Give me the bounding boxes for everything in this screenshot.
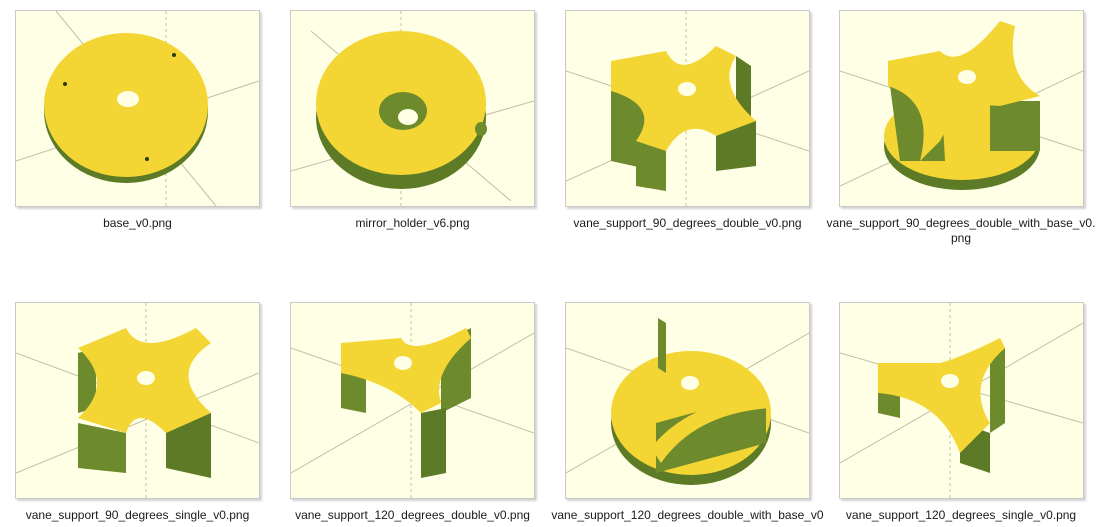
file-item-vane-120-double[interactable]: vane_support_120_degrees_double_v0.png — [275, 292, 550, 527]
vane-120-double-base-render-icon — [565, 302, 810, 499]
file-item-base[interactable]: base_v0.png — [0, 0, 275, 250]
vane-90-double-base-render-icon — [839, 10, 1084, 207]
file-item-vane-120-single[interactable]: vane_support_120_degrees_single_v0.png — [825, 292, 1097, 527]
file-name-label: base_v0.png — [103, 216, 172, 230]
vane-120-single-render-icon — [839, 302, 1084, 499]
file-name-line-2: png — [950, 231, 972, 245]
file-item-vane-90-double[interactable]: vane_support_90_degrees_double_v0.png — [550, 0, 825, 250]
file-name-line-1: vane_support_90_degrees_double_with_base… — [826, 216, 1096, 230]
file-name-label: vane_support_90_degrees_double_v0.png — [573, 216, 802, 230]
file-name-label: vane_support_120_degrees_single_v0.png — [845, 508, 1077, 522]
vane-90-single-render-icon — [15, 302, 260, 499]
vane-90-double-render-icon — [565, 10, 810, 207]
file-item-vane-90-double-base[interactable]: vane_support_90_degrees_double_with_base… — [825, 0, 1097, 250]
file-item-vane-120-double-base[interactable]: vane_support_120_degrees_double_with_bas… — [550, 292, 825, 527]
base-render-icon — [15, 10, 260, 207]
file-item-vane-90-single[interactable]: vane_support_90_degrees_single_v0.png — [0, 292, 275, 527]
file-item-mirror-holder[interactable]: mirror_holder_v6.png — [275, 0, 550, 250]
file-name-label: vane_support_120_degrees_double_v0.png — [295, 508, 530, 522]
file-name-label: mirror_holder_v6.png — [355, 216, 470, 230]
file-name-label: vane_support_90_degrees_single_v0.png — [25, 508, 250, 522]
file-name-label: vane_support_120_degrees_double_with_bas… — [551, 508, 824, 522]
mirror-holder-render-icon — [290, 10, 535, 207]
file-name-label: vane_support_90_degrees_double_with_base… — [825, 216, 1097, 246]
vane-120-double-render-icon — [290, 302, 535, 499]
